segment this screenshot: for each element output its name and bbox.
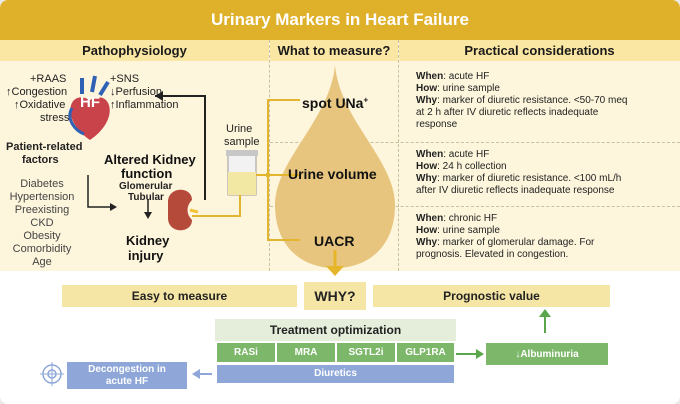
target-icon [40,362,64,386]
when-value: : acute HF [443,71,490,82]
decongestion-box: Decongestion in acute HF [67,362,187,389]
when-value: : chronic HF [443,213,498,224]
decongestion-label-2: acute HF [105,375,149,387]
drug-glp1ra: GLP1RA [397,343,454,362]
why-value-line: at 2 h after IV diuretic reflects inadeq… [416,107,599,118]
title-bar: Urinary Markers in Heart Failure [0,0,680,40]
divider [270,142,680,143]
practical-block-volume: When: acute HF How: 24 h collection Why:… [416,149,621,197]
sns-label: +SNS [110,73,140,85]
kidney-injury-heading-2: injury [128,248,164,263]
perfusion-label: ↓Perfusion [110,86,162,98]
albuminuria-box: ↓Albuminuria [486,343,608,365]
raas-label: +RAAS [30,73,67,85]
patient-factors-heading-2: factors [22,154,59,166]
how-key: How [416,225,438,236]
tubular-label: Tubular [128,192,164,203]
urine-drop [275,65,395,268]
spot-una-superscript: + [363,95,369,105]
kidney-injury-heading: Kidney [126,233,170,248]
why-value-line: response [416,119,458,130]
decongestion-label: Decongestion in [88,363,166,375]
why-key: Why [416,95,438,106]
inflammation-label: ↑Inflammation [110,99,179,111]
why-value-line: prognosis. Elevated in congestion. [416,249,569,260]
heart-illustration [68,75,110,140]
how-value: : urine sample [437,225,500,236]
how-key: How [416,161,438,172]
when-value: : acute HF [443,149,490,160]
when-key: When [416,149,444,160]
drug-rasi: RASi [217,343,275,362]
when-key: When [416,71,444,82]
prognostic-value-box: Prognostic value [373,285,610,307]
oxidative-label-2: stress [40,112,70,124]
why-value: : marker of glomerular damage. For [437,237,595,248]
why-box: WHY? [304,282,366,310]
practical-block-una: When: acute HF How: urine sample Why: ma… [416,71,627,131]
hf-label: HF [80,94,100,111]
how-value: : 24 h collection [437,161,507,172]
header-practical: Practical considerations [399,40,680,61]
factor-item: Obesity [23,230,61,242]
divider [269,40,270,271]
divider [270,206,680,207]
factor-item: Hypertension [9,191,75,203]
urine-cup-illustration [226,150,258,196]
treatment-optimization-box: Treatment optimization [215,319,456,341]
why-value: : marker of diuretic resistance. <100 mL… [437,173,622,184]
header-pathophysiology: Pathophysiology [0,40,269,61]
diuretics-box: Diuretics [217,365,454,383]
drug-mra: MRA [277,343,335,362]
patient-factors-heading: Patient-related [6,141,83,153]
factor-item: CKD [30,217,54,229]
altered-kidney-heading-2: function [121,166,173,181]
urine-volume-label: Urine volume [288,166,377,182]
factor-item: Preexisting [14,204,70,216]
why-value-line: after IV diuretic reflects inadequate re… [416,185,615,196]
urine-sample-label: Urine [226,123,253,135]
kidney-illustration [168,189,199,231]
when-key: When [416,213,444,224]
how-key: How [416,83,438,94]
glomerular-label: Glomerular [119,181,173,192]
oxidative-label: ↑Oxidative [14,99,66,111]
practical-block-uacr: When: chronic HF How: urine sample Why: … [416,213,594,261]
factor-item: Comorbidity [12,243,72,255]
drug-sglt2i: SGTL2i [337,343,395,362]
factor-item: Age [32,256,52,268]
patient-factors-list: Diabetes Hypertension Preexisting CKD Ob… [0,178,84,269]
header-what-to-measure: What to measure? [270,40,398,61]
spot-una-text: spot UNa [302,95,364,111]
how-value: : urine sample [437,83,500,94]
easy-to-measure-box: Easy to measure [62,285,297,307]
altered-kidney-heading: Altered Kidney [104,152,196,167]
uacr-label: UACR [314,233,355,249]
divider [398,40,399,271]
why-key: Why [416,237,438,248]
urine-sample-label-2: sample [224,136,260,148]
page-title: Urinary Markers in Heart Failure [211,10,469,29]
why-key: Why [416,173,438,184]
spot-una-label: spot UNa+ [302,95,368,111]
congestion-label: ↑Congestion [6,86,68,98]
factor-item: Diabetes [20,178,64,190]
why-value: : marker of diuretic resistance. <50-70 … [437,95,628,106]
